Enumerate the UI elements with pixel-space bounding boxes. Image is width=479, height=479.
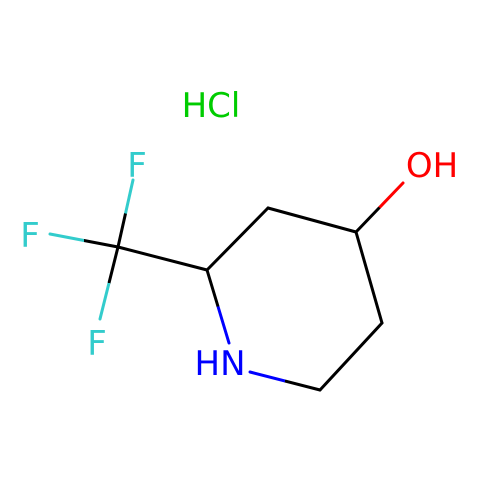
amine-label: HN: [195, 344, 246, 384]
bond-c4-o: [354, 181, 405, 234]
bond-cf3-ftop: [116, 178, 135, 249]
salt-label: HCl: [182, 86, 241, 126]
fluorine-bottom-label: F: [87, 324, 107, 364]
bond-n1-c6: [248, 370, 322, 392]
fluorine-left-label: F: [20, 216, 40, 256]
bond-c2-n1: [205, 268, 231, 345]
hydroxyl-label: OH: [406, 146, 458, 186]
fluorine-top-label: F: [127, 146, 147, 186]
bond-c5-c4: [354, 230, 384, 325]
bond-c3-c2: [205, 206, 270, 272]
bond-cf3-fleft: [48, 232, 120, 249]
bond-c2-cf3: [116, 245, 209, 272]
bond-c4-c3: [266, 206, 358, 234]
bond-c6-c5: [318, 321, 384, 392]
bond-cf3-fbottom: [98, 245, 120, 321]
